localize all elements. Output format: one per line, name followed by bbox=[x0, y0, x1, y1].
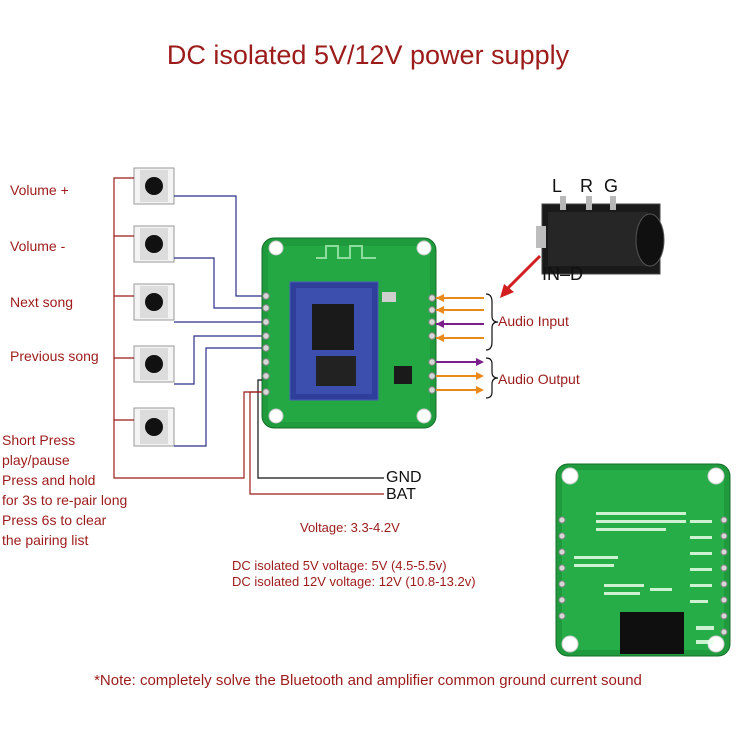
audio-input-arrows bbox=[436, 294, 484, 342]
push-button-multifunction bbox=[133, 407, 175, 447]
push-button-previous-song bbox=[133, 345, 175, 383]
audio-output-brace bbox=[485, 357, 499, 399]
audio-input-label: Audio Input bbox=[498, 313, 569, 329]
audio-input-brace bbox=[485, 293, 499, 351]
jack-pointer-arrow bbox=[500, 254, 542, 298]
multifunction-line: Press and hold bbox=[2, 472, 96, 488]
push-button-volume-down bbox=[133, 225, 175, 263]
multifunction-line: play/pause bbox=[2, 452, 70, 468]
footnote: *Note: completely solve the Bluetooth an… bbox=[94, 672, 642, 689]
bat-label: BAT bbox=[386, 486, 416, 503]
page-title: DC isolated 5V/12V power supply bbox=[166, 40, 570, 70]
label-next-song: Next song bbox=[10, 294, 74, 310]
multifunction-line: the pairing list bbox=[2, 532, 89, 548]
power-wires bbox=[249, 379, 384, 495]
voltage-spec: Voltage: 3.3-4.2V bbox=[300, 520, 400, 535]
label-previous-song: Previous song bbox=[10, 348, 99, 364]
label-multifunction: Short Press play/pause Press and hold fo… bbox=[2, 430, 127, 550]
multifunction-line: for 3s to re-pair long bbox=[2, 492, 128, 508]
dc12v-spec: DC isolated 12V voltage: 12V (10.8-13.2v… bbox=[232, 574, 476, 589]
label-volume-down: Volume - bbox=[10, 238, 66, 254]
push-button-volume-up bbox=[133, 167, 175, 205]
multifunction-line: Short Press bbox=[2, 432, 76, 448]
dc5v-spec: DC isolated 5V voltage: 5V (4.5-5.5v) bbox=[232, 558, 447, 573]
button-signal-wires bbox=[174, 195, 262, 447]
bluetooth-module-board bbox=[261, 237, 437, 429]
multifunction-line: Press 6s to clear bbox=[2, 512, 107, 528]
jack-label-in-d: IN–D bbox=[542, 264, 584, 284]
gnd-label: GND bbox=[386, 469, 422, 486]
audio-output-label: Audio Output bbox=[498, 371, 580, 387]
jack-label-g: G bbox=[604, 176, 619, 196]
button-common-wires bbox=[113, 177, 262, 479]
audio-output-arrows bbox=[436, 358, 484, 394]
jack-label-r: R bbox=[580, 176, 593, 196]
audio-jack-connector bbox=[536, 196, 665, 275]
push-button-next-song bbox=[133, 283, 175, 321]
label-volume-up: Volume + bbox=[10, 182, 69, 198]
jack-label-l: L bbox=[552, 176, 563, 196]
module-back-view bbox=[555, 463, 731, 657]
